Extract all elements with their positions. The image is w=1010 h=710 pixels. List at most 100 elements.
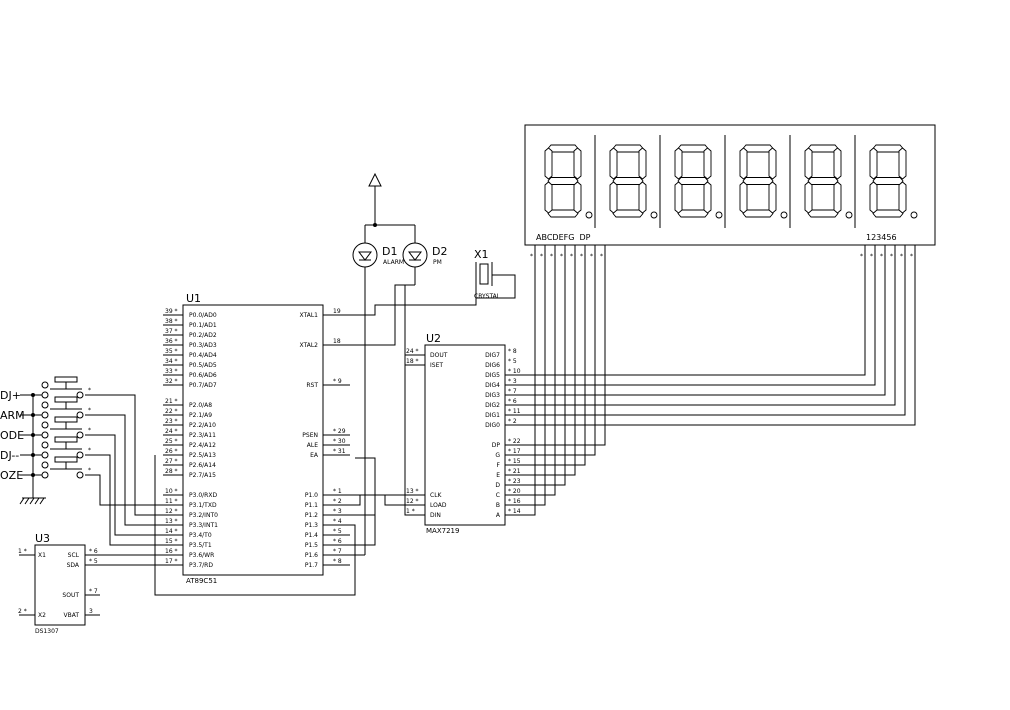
digits-group [544,135,918,228]
u1-pin-number: 17 * [165,558,178,565]
u3-pin-number: 3 [89,608,93,615]
u2-pin-number: 1 * [406,508,415,515]
switch-actuator-icon [54,376,78,383]
digit-6 [869,144,918,219]
u1-pin-number: * 30 [333,438,346,445]
u1-pin-name: P2.1/A9 [189,412,212,419]
u1-pin-name: P1.2 [305,512,318,519]
segment [612,144,644,153]
u1-pin-name: P0.3/AD3 [189,342,217,349]
segment [547,144,579,153]
u1-pin-name: P0.1/AD1 [189,322,217,329]
segment [674,181,683,214]
display-pin-marker: * [870,253,873,260]
display-pin-marker: * [910,253,913,260]
push-button: ODE* [0,416,91,442]
decimal-point [910,211,918,219]
u1-pin-name: P0.5/AD5 [189,362,217,369]
u2-pin-number: * 7 [508,388,517,395]
u1-pin-number: 35 * [165,348,178,355]
u2-pin-name: E [496,472,500,479]
u2-pin-name: DP [492,442,501,449]
u2-pin-name: C [496,492,500,499]
segment-labels: ABCDEFG DP [536,233,591,242]
u1-pin-number: 21 * [165,398,178,405]
u1-part: AT89C51 [186,577,217,585]
u1-pin-name: P1.0 [305,492,318,499]
u2-pin-number: * 16 [508,498,521,505]
segment [869,147,878,180]
u1-pin-number: * 1 [333,488,342,495]
switch-actuator-icon [54,436,78,443]
u1-pin-name: P3.0/RXD [189,492,217,499]
u2-pin-name: DIG0 [485,422,500,429]
display-pin-marker: * [570,253,573,260]
digit-3 [674,144,723,219]
segment [677,209,709,218]
button-label: ODE [0,429,24,442]
segment [703,147,712,180]
push-button: OZE* [0,456,91,482]
u2-pin-number: 12 * [406,498,419,505]
segment [739,181,748,214]
button-label: DJ+ [0,389,21,402]
u1-pin-number: 22 * [165,408,178,415]
u2-pin-name: F [497,462,501,469]
segment [833,181,842,214]
u2-part: MAX7219 [426,527,459,535]
vcc-arrow-icon [368,172,382,187]
u2-pin-number: * 2 [508,418,517,425]
segment [739,147,748,180]
switch-contact-icon [41,401,49,409]
display-pin-marker: * [600,253,603,260]
u1-pin-number: 15 * [165,538,178,545]
u1-pin-name: P3.2/INT0 [189,512,218,519]
u2-pin-number: * 6 [508,398,517,405]
segment [742,177,774,185]
segment [609,181,618,214]
display-pin-marker: * [580,253,583,260]
pin-marker: * [88,387,91,394]
u1-pin-name: PSEN [302,432,318,439]
led-group: D1 ALARM D2 PM [352,172,447,555]
u2-pin-name: DOUT [430,352,448,359]
segment [807,177,839,185]
u2-pin-number: * 15 [508,458,521,465]
u1-pin-name: P3.5/T1 [189,542,212,549]
display-pin-marker: * [590,253,593,260]
u1-pin-number: 24 * [165,428,178,435]
display-pins: ************** [530,245,916,260]
diode-d1-icon [352,242,378,268]
u1-pin-name: P2.2/A10 [189,422,216,429]
u1-pin-name: P2.5/A13 [189,452,216,459]
u1-pin-number: * 9 [333,378,342,385]
u2-pin-number: * 23 [508,478,521,485]
display-pin-marker: * [550,253,553,260]
u2-pin-number: * 14 [508,508,521,515]
u3-pin-name: SCL [68,552,80,559]
push-button: DJ--* [0,436,91,462]
d2-label: PM [433,259,442,266]
display-pin-marker: * [530,253,533,260]
display-pin-marker: * [560,253,563,260]
u2-pin-name: CLK [430,492,443,499]
u1-pin-number: 19 [333,308,341,315]
segment [742,144,774,153]
segment [807,144,839,153]
u1-pin-number: 38 * [165,318,178,325]
u2-pin-number: * 20 [508,488,521,495]
u2-pin-number: * 3 [508,378,517,385]
u1-pin-number: 32 * [165,378,178,385]
ground-icon [19,475,46,505]
pin-marker: * [88,407,91,414]
u2-ref: U2 [426,332,441,345]
u2-pin-name: DIG4 [485,382,500,389]
u2-pin-name: DIG5 [485,372,500,379]
u3-pin-name: X2 [38,612,46,619]
diode-d2-icon [402,242,428,268]
u2-pin-number: * 22 [508,438,521,445]
u1-pin-number: * 6 [333,538,342,545]
u1-pin-name: P0.4/AD4 [189,352,217,359]
